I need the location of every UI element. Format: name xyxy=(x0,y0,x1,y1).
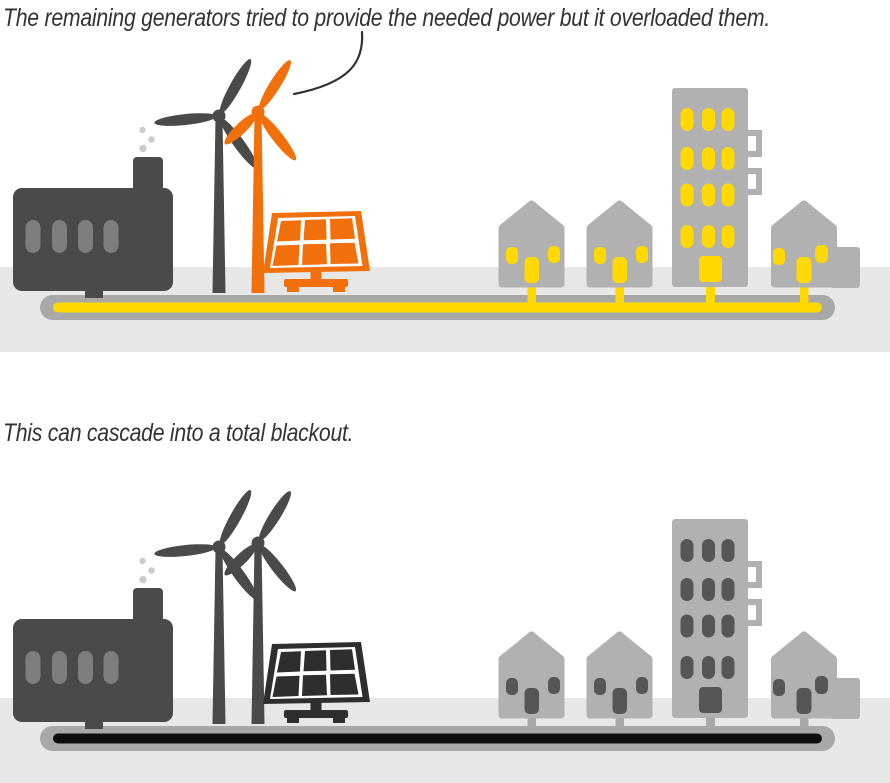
scene-overload xyxy=(0,30,890,352)
callout-line xyxy=(292,30,364,96)
caption-blackout: This can cascade into a total blackout. xyxy=(3,419,354,447)
caption-overload: The remaining generators tried to provid… xyxy=(3,4,771,32)
scene-blackout xyxy=(0,461,890,783)
